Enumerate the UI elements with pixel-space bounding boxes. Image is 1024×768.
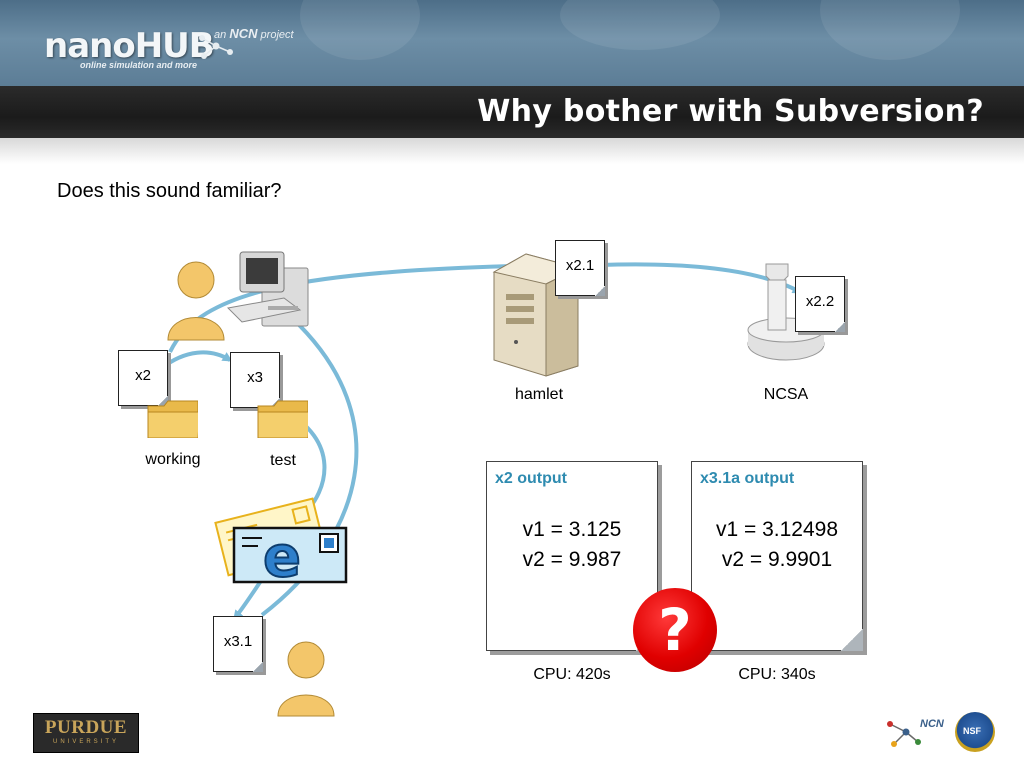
nsf-logo-icon	[955, 712, 995, 752]
output-v2: v2 = 9.9901	[721, 548, 833, 571]
output-header: x2 output	[495, 470, 567, 487]
folder-label-working: working	[145, 451, 201, 468]
ncn-project-label: an NCN project	[214, 26, 294, 41]
output-box-x3-1a: x3.1a output v1 = 3.12498 v2 = 9.9901	[691, 461, 863, 651]
output-v1: v1 = 3.12498	[715, 518, 839, 541]
title-fade	[0, 138, 1024, 164]
ncn-name: NCN	[229, 26, 258, 41]
nsf-label: NSF	[963, 726, 981, 736]
computer-icon	[226, 251, 309, 327]
purdue-subtitle: UNIVERSITY	[52, 739, 119, 745]
ncn-molecule-icon	[199, 35, 233, 59]
machine-label-ncsa: NCSA	[763, 386, 809, 403]
file-x2-2: x2.2	[795, 276, 845, 332]
purdue-name: PURDUE	[44, 717, 128, 738]
slide-title: Why bother with Subversion?	[477, 94, 984, 129]
nanohub-logo: nanoHUB	[44, 26, 215, 66]
folder-icon	[147, 400, 198, 438]
file-x3: x3	[230, 352, 280, 408]
svg-text:e: e	[263, 525, 301, 590]
slide-subtitle: Does this sound familiar?	[57, 180, 282, 202]
question-mark-icon: ?	[633, 588, 717, 672]
output-v2: v2 = 9.987	[522, 548, 622, 571]
nanohub-tagline: online simulation and more	[80, 60, 198, 70]
machine-label-hamlet: hamlet	[514, 386, 564, 403]
folder-label-test: test	[270, 452, 296, 469]
file-x2-1: x2.1	[555, 240, 605, 296]
ncn-logo-icon	[887, 721, 921, 747]
header-banner	[0, 0, 1024, 86]
cpu-label-x3-1a: CPU: 340s	[738, 666, 816, 683]
output-v1: v1 = 3.125	[522, 518, 622, 541]
arrow-x2-to-x3	[160, 350, 233, 370]
output-header: x3.1a output	[700, 470, 795, 487]
purdue-logo: PURDUE UNIVERSITY	[33, 713, 139, 753]
ncn-prefix: an	[214, 29, 227, 41]
file-x2: x2	[118, 350, 168, 406]
ncn-suffix: project	[260, 29, 294, 41]
file-x3-1: x3.1	[213, 616, 263, 672]
folder-icon	[257, 400, 308, 438]
ncn-footer-label: NCN	[920, 718, 944, 730]
user-icon	[277, 641, 335, 717]
user-icon	[167, 261, 225, 341]
output-box-x2: x2 output v1 = 3.125 v2 = 9.987	[486, 461, 658, 651]
supercomputer-icon	[747, 263, 825, 361]
cpu-label-x2: CPU: 420s	[533, 666, 611, 683]
page-curl	[841, 629, 863, 651]
email-icon: e	[214, 497, 348, 590]
title-bar	[0, 86, 1024, 138]
